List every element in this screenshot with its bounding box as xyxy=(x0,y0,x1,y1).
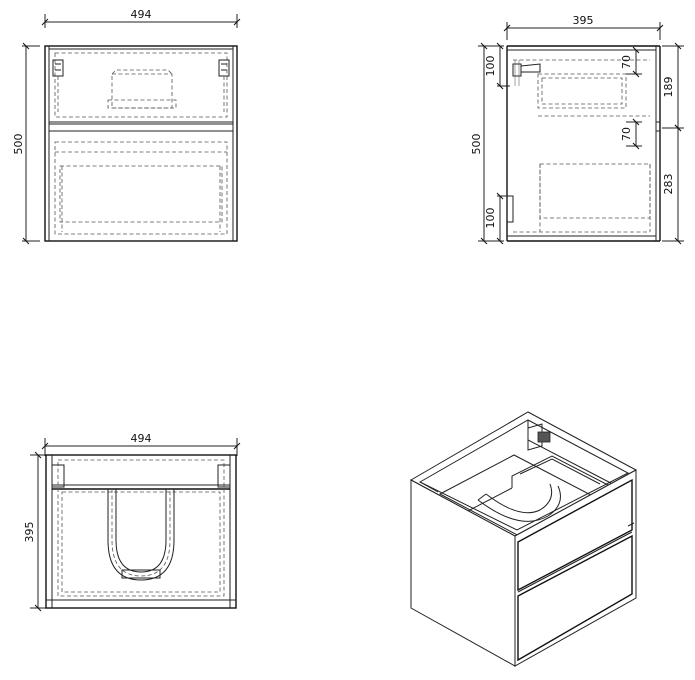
side-width-dimension: 395 xyxy=(573,14,594,27)
side-lower-drawer-dimension: 283 xyxy=(662,174,675,195)
side-top-offset-dimension: 100 xyxy=(484,56,497,77)
side-height-dimension: 500 xyxy=(470,134,483,155)
side-view: 395 500 100 100 xyxy=(470,14,684,245)
side-upper-drawer-dimension: 189 xyxy=(662,77,675,98)
front-height-dimension: 500 xyxy=(12,134,25,155)
side-bottom-offset-dimension: 100 xyxy=(484,208,497,229)
side-drawer-gap-mid-dimension: 70 xyxy=(620,127,633,141)
isometric-view xyxy=(409,411,638,667)
front-width-dimension: 494 xyxy=(131,8,152,21)
top-depth-dimension: 395 xyxy=(23,522,36,543)
front-view: 494 500 xyxy=(12,8,241,245)
side-drawer-gap-top-dimension: 70 xyxy=(620,55,633,69)
top-view: 494 395 xyxy=(23,432,241,612)
top-width-dimension: 494 xyxy=(131,432,152,445)
